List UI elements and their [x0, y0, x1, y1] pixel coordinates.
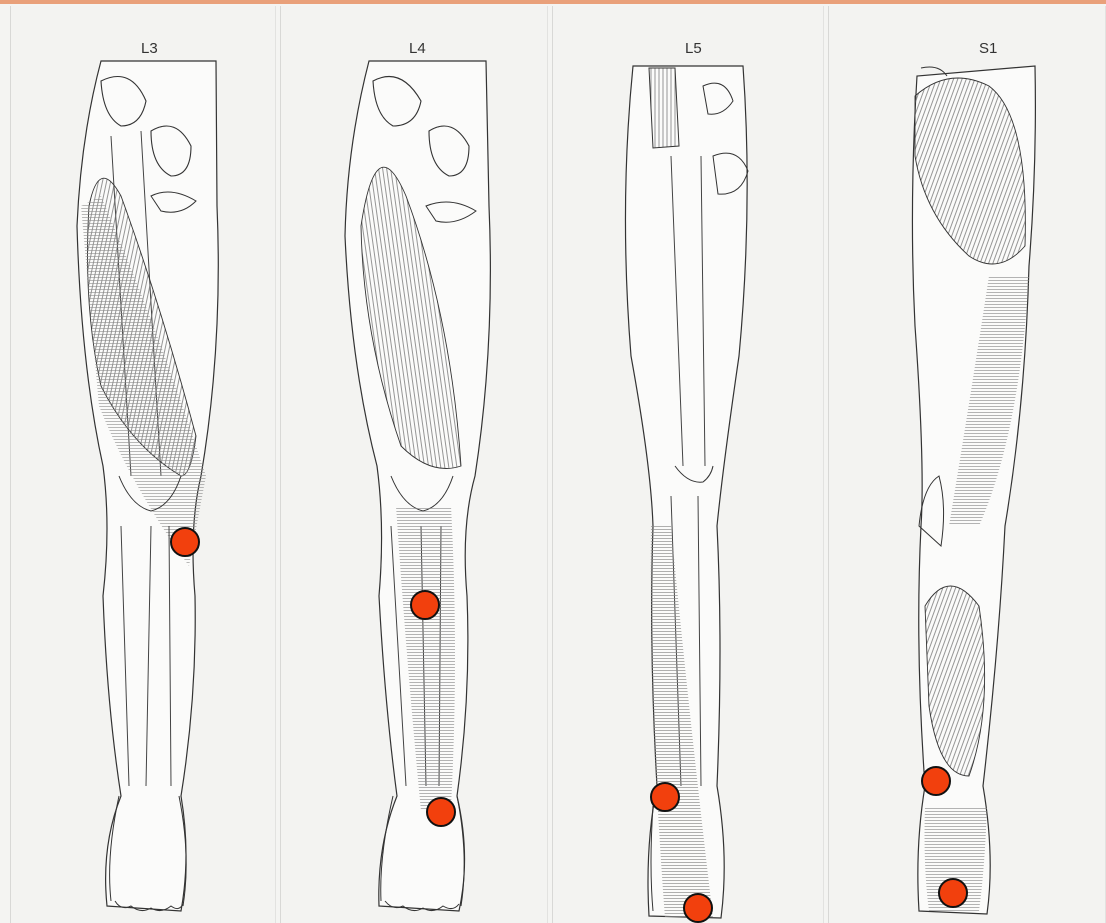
marker-s1-ankle [921, 766, 951, 796]
leg-drawing-l3 [11, 6, 276, 923]
marker-l5-ankle [650, 782, 680, 812]
segment-label-s1: S1 [979, 40, 997, 57]
panel-l5: L5 [552, 6, 824, 923]
panel-l4: L4 [280, 6, 548, 923]
marker-l4-ankle [426, 797, 456, 827]
segment-label-l3: L3 [141, 40, 158, 57]
marker-l3-knee [170, 527, 200, 557]
marker-l5-foot [683, 893, 713, 923]
segment-label-l4: L4 [409, 40, 426, 57]
leg-drawing-l4 [281, 6, 548, 923]
segment-label-l5: L5 [685, 40, 702, 57]
leg-drawing-l5 [553, 6, 824, 923]
panel-s1: S1 [828, 6, 1106, 923]
marker-s1-foot [938, 878, 968, 908]
top-accent-rule [0, 0, 1106, 4]
marker-l4-shin [410, 590, 440, 620]
panel-l3: L3 [10, 6, 276, 923]
leg-drawing-s1 [829, 6, 1106, 923]
